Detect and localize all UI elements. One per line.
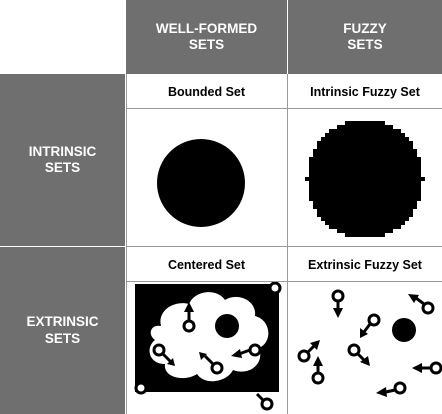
label-intrinsic-fuzzy-set: Intrinsic Fuzzy Set	[288, 75, 442, 108]
arrow-head	[231, 349, 242, 358]
arrow-head	[408, 294, 419, 303]
centered-set-agents	[134, 282, 282, 411]
arrow-head	[184, 302, 194, 312]
arrow-head	[412, 363, 422, 373]
intrinsic-fuzzy-set-figure	[305, 117, 425, 241]
arrow-head	[360, 328, 368, 338]
arrow-head	[376, 387, 387, 397]
arrow-head	[360, 356, 370, 366]
grid-line	[287, 74, 288, 414]
label-bounded-set: Bounded Set	[126, 75, 287, 108]
grid-line	[126, 74, 127, 414]
centered-set-core	[215, 314, 239, 338]
label-centered-set: Centered Set	[126, 248, 287, 281]
intrinsic-fuzzy-disc	[305, 117, 425, 241]
bounded-set-circle-figure	[157, 139, 245, 227]
extrinsic-fuzzy-set-figure	[297, 289, 442, 397]
row-header-extrinsic-sets: EXTRINSIC SETS	[0, 247, 125, 414]
row-header-intrinsic-sets: INTRINSIC SETS	[0, 74, 125, 246]
centered-set-cloud	[149, 292, 269, 382]
grid-line	[126, 281, 442, 282]
arrow-head	[199, 352, 207, 360]
bounded-set-disc	[157, 139, 245, 227]
arrow-head	[333, 308, 343, 318]
centered-set-figure	[134, 282, 282, 411]
grid-line	[126, 246, 442, 247]
extrinsic-fuzzy-core	[392, 318, 416, 342]
column-header-fuzzy-sets: FUZZY SETS	[288, 0, 442, 74]
arrow-head	[310, 340, 320, 350]
column-header-well-formed-sets: WELL-FORMED SETS	[126, 0, 287, 74]
label-extrinsic-fuzzy-set: Extrinsic Fuzzy Set	[288, 248, 442, 281]
arrow-head	[167, 358, 175, 366]
arrow-head	[313, 356, 323, 366]
grid-line	[126, 108, 442, 109]
extrinsic-fuzzy-agents	[297, 289, 442, 397]
